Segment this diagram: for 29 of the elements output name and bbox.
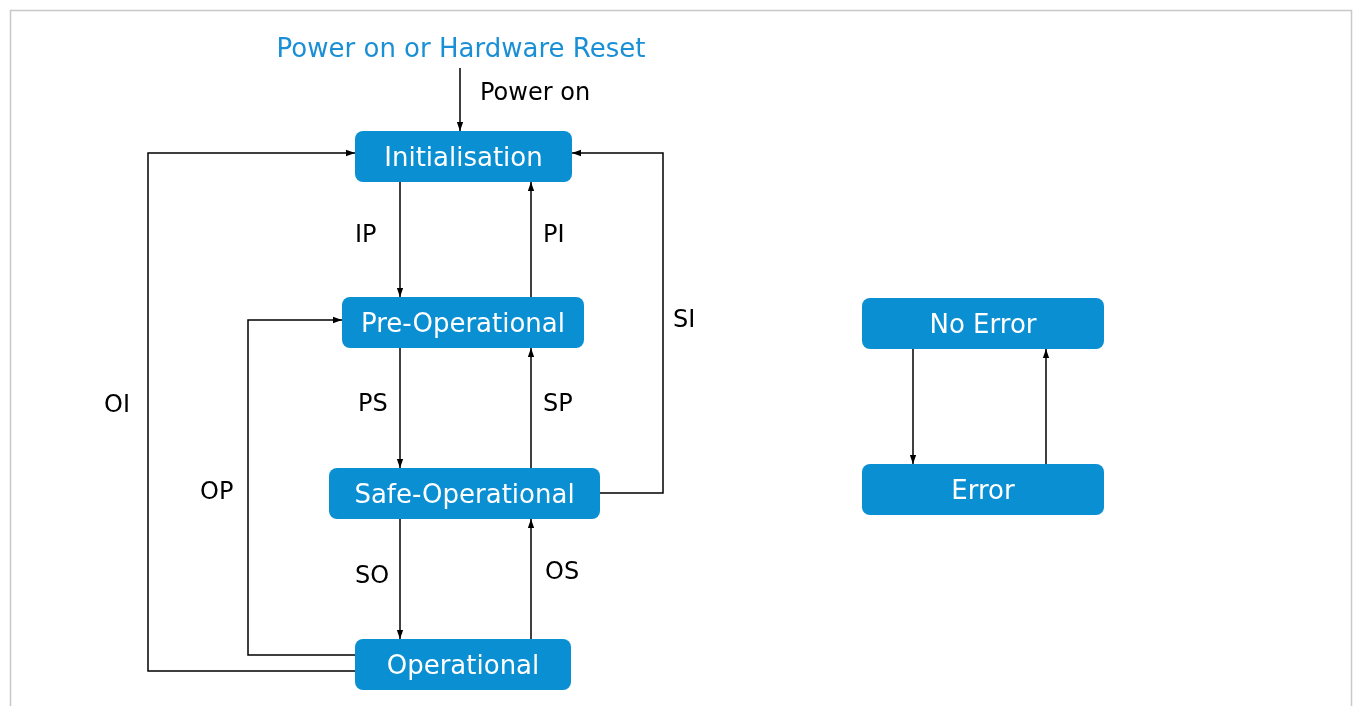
arrow [527, 181, 535, 298]
state-box: Safe-Operational [329, 468, 600, 519]
start-label: Power on or Hardware Reset [236, 28, 686, 68]
edge-label: SO [355, 561, 390, 589]
arrow [147, 149, 356, 672]
edge-label: Power on [480, 78, 591, 106]
arrow [247, 316, 356, 656]
edge-label: SP [543, 389, 573, 417]
arrow [396, 181, 404, 298]
arrow [456, 67, 464, 132]
arrow [1042, 348, 1050, 465]
edge-label: IP [355, 220, 377, 248]
arrow [527, 518, 535, 640]
arrow [909, 348, 917, 465]
state-box: Pre-Operational [342, 297, 584, 348]
edge-label: SI [673, 305, 696, 333]
edge-label: PS [358, 389, 388, 417]
state-box: Operational [355, 639, 571, 690]
state-box: No Error [862, 298, 1104, 349]
state-box: Error [862, 464, 1104, 515]
arrow [527, 347, 535, 469]
edge-label: OI [104, 390, 130, 418]
edge-label: OP [200, 477, 234, 505]
edge-label: OS [545, 557, 580, 585]
edge-label: PI [543, 220, 565, 248]
arrow [571, 149, 664, 494]
arrow [396, 518, 404, 640]
state-box: Initialisation [355, 131, 572, 182]
arrow [396, 347, 404, 469]
